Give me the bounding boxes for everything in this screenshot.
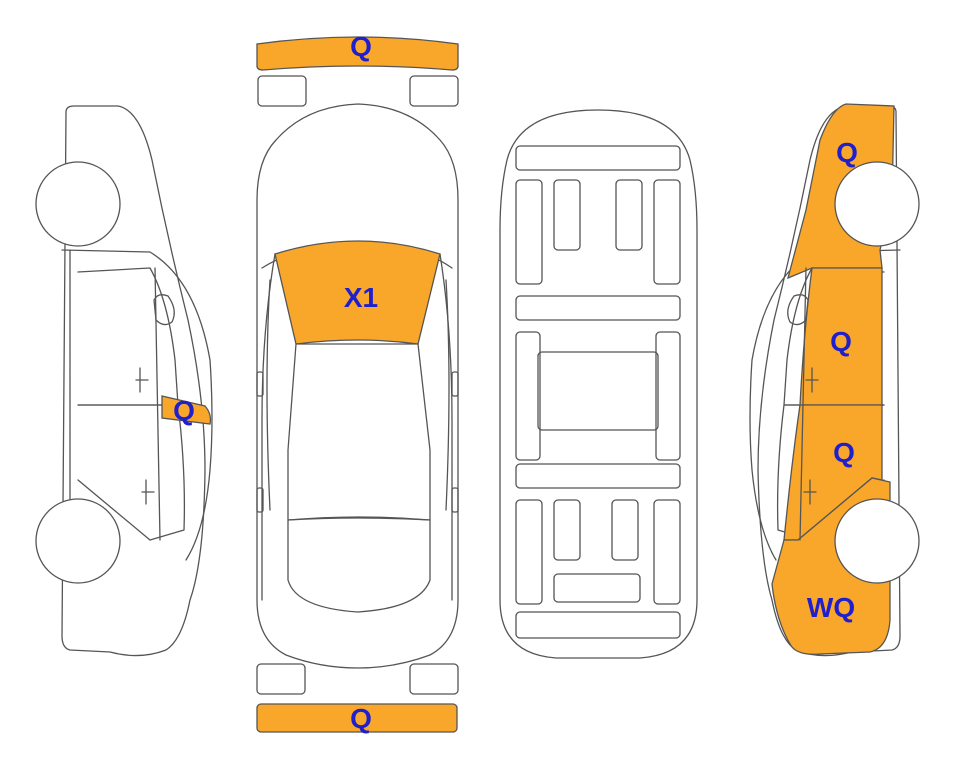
underside-panel-3 [615, 179, 643, 251]
right-side-rear-wheel [834, 498, 920, 584]
top-left-door-line [266, 279, 271, 511]
underside-panel-8 [653, 499, 681, 605]
right-side-front-wheel [834, 161, 920, 247]
left-side-view: Q [35, 105, 213, 657]
underside-panel-7 [611, 499, 639, 561]
top-right-a-pillar [439, 253, 453, 601]
right-side-mirror [787, 294, 809, 326]
right-side-door-line [776, 404, 885, 541]
top-right-mirror [451, 371, 459, 397]
right-front-fender-damage-label: Q [836, 137, 858, 168]
front-right-headlamp [409, 75, 459, 107]
left-side-handle-rear [141, 479, 155, 505]
underside-panel-5 [515, 499, 543, 605]
left-side-door-damage [161, 395, 212, 425]
top-view: Q X1 Q [256, 31, 459, 734]
windshield-damage-label: X1 [344, 282, 378, 313]
top-roof-outline [287, 343, 431, 521]
top-left-a-pillar [261, 253, 276, 601]
right-rear-quarter-damage-label: WQ [807, 592, 855, 623]
front-bumper-damage [256, 36, 459, 71]
underside-center-panel [537, 351, 659, 431]
underside-panel-4 [653, 179, 681, 285]
right-side-body-outline [757, 105, 901, 657]
underside-rear-crossmember [515, 611, 681, 639]
underside-front-crossmember [515, 145, 681, 171]
front-bumper-damage-label: Q [350, 31, 372, 62]
right-side-roofline [749, 249, 901, 561]
right-side-handle-front [805, 367, 819, 393]
rear-bumper-damage-label: Q [350, 703, 372, 734]
right-rear-door-damage-label: Q [833, 437, 855, 468]
underside-panel-6 [553, 499, 581, 561]
left-side-roofline [61, 249, 213, 561]
underside-view [499, 109, 698, 659]
top-left-rear-mirror [256, 487, 264, 513]
left-side-b-pillar [154, 267, 161, 541]
right-side-window-line [783, 267, 885, 406]
underside-bar-2 [515, 463, 681, 489]
underside-left-rail-1 [515, 331, 541, 461]
left-side-body-outline [61, 105, 206, 657]
top-rear-window [287, 516, 431, 613]
rear-bumper-damage [256, 703, 458, 733]
underside-panel-2 [553, 179, 581, 251]
left-side-window-line [77, 267, 179, 406]
underside-bar-1 [515, 295, 681, 321]
left-side-door-damage-label: Q [173, 395, 195, 426]
top-body-outline [256, 103, 459, 669]
left-side-handle-front [135, 367, 149, 393]
underside-panel-1 [515, 179, 543, 285]
left-side-front-wheel [35, 161, 121, 247]
left-side-mirror [153, 294, 175, 326]
rear-left-taillamp [256, 663, 306, 695]
rear-right-taillamp [409, 663, 459, 695]
right-front-door-damage-label: Q [830, 326, 852, 357]
underside-right-rail-1 [655, 331, 681, 461]
top-left-mirror [256, 371, 264, 397]
front-left-headlamp [257, 75, 307, 107]
left-side-rear-wheel [35, 498, 121, 584]
top-right-rear-mirror [451, 487, 459, 513]
underside-body-outline [499, 109, 698, 659]
underside-bar-3 [553, 573, 641, 603]
right-side-b-pillar [799, 267, 807, 541]
right-side-view: Q Q Q WQ [749, 103, 920, 657]
top-right-door-line [445, 279, 450, 511]
right-side-handle-rear [803, 479, 817, 505]
